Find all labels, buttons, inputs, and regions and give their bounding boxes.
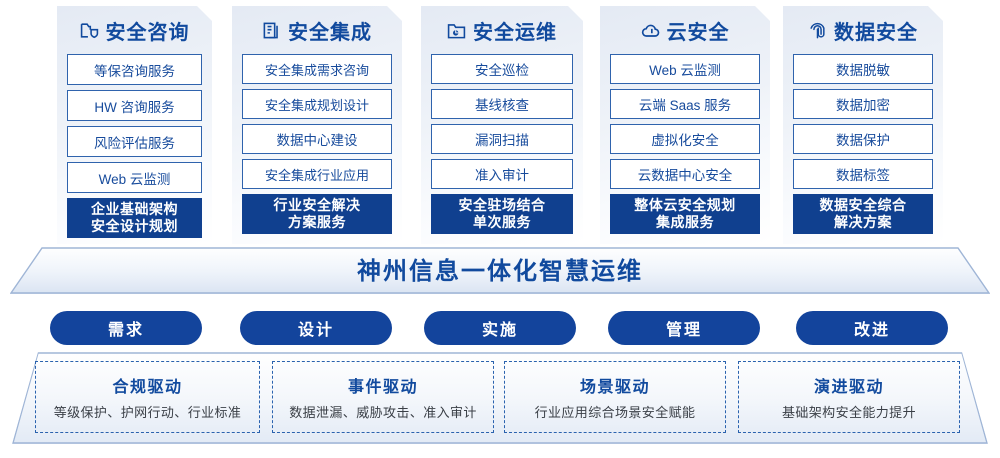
driver-description: 基础架构安全能力提升: [781, 405, 916, 420]
drivers-container-outline: [12, 352, 988, 444]
driver-card-incident[interactable]: 事件驱动 数据泄漏、威胁攻击、准入审计: [272, 361, 494, 433]
fingerprint-icon: [808, 21, 827, 40]
highlight-line: 整体云安全规划: [634, 197, 736, 213]
driver-description: 等级保护、护网行动、行业标准: [53, 405, 242, 420]
service-item[interactable]: 安全集成行业应用: [242, 159, 392, 189]
column-header: 安全集成: [232, 6, 402, 54]
driver-description: 数据泄漏、威胁攻击、准入审计: [289, 405, 477, 420]
service-item[interactable]: Web 云监测: [610, 54, 760, 84]
column-items: 等保咨询服务 HW 咨询服务 风险评估服务 Web 云监测 企业基础架构 安全设…: [57, 54, 212, 238]
service-item[interactable]: 数据加密: [793, 89, 933, 119]
highlight-line: 集成服务: [656, 214, 714, 230]
column-items: Web 云监测 云端 Saas 服务 虚拟化安全 云数据中心安全 整体云安全规划…: [600, 54, 770, 234]
column-header: 安全咨询: [57, 6, 212, 54]
stage-pill-management[interactable]: 管理: [608, 311, 760, 345]
driver-card-scenario[interactable]: 场景驱动 行业应用综合场景安全赋能: [504, 361, 726, 433]
driver-title: 合规驱动: [112, 379, 183, 396]
column-header: 云安全: [600, 6, 770, 54]
service-item[interactable]: 云数据中心安全: [610, 159, 760, 189]
stage-pill-implementation[interactable]: 实施: [424, 311, 576, 345]
folder-chart-icon: [447, 21, 466, 40]
highlight-line: 数据安全综合: [819, 197, 907, 213]
driver-title: 演进驱动: [813, 379, 884, 396]
column-header: 安全运维: [421, 6, 583, 54]
capability-column-security-operations[interactable]: 安全运维 安全巡检 基线核查 漏洞扫描 准入审计 安全驻场结合 单次服务: [421, 6, 583, 244]
service-item[interactable]: 基线核查: [431, 89, 573, 119]
stage-pill-requirements[interactable]: 需求: [50, 311, 202, 345]
column-title: 数据安全: [834, 21, 918, 44]
service-item[interactable]: 准入审计: [431, 159, 573, 189]
service-item[interactable]: 安全集成需求咨询: [242, 54, 392, 84]
highlight-line: 单次服务: [473, 214, 531, 230]
column-title: 云安全: [666, 21, 730, 44]
service-item[interactable]: 云端 Saas 服务: [610, 89, 760, 119]
driver-description: 行业应用综合场景安全赋能: [534, 405, 696, 420]
highlight-line: 行业安全解决: [273, 197, 361, 213]
capability-column-data-security[interactable]: 数据安全 数据脱敏 数据加密 数据保护 数据标签 数据安全综合 解决方案: [783, 6, 943, 244]
folder-shield-icon: [80, 21, 99, 40]
capability-columns: 安全咨询 等保咨询服务 HW 咨询服务 风险评估服务 Web 云监测 企业基础架…: [0, 6, 1000, 250]
column-highlight[interactable]: 行业安全解决 方案服务: [242, 194, 392, 234]
service-item[interactable]: Web 云监测: [67, 162, 202, 193]
stage-pills: 需求 设计 实施 管理 改进: [0, 311, 1000, 347]
capability-column-security-integration[interactable]: 安全集成 安全集成需求咨询 安全集成规划设计 数据中心建设 安全集成行业应用 行…: [232, 6, 402, 244]
column-highlight[interactable]: 企业基础架构 安全设计规划: [67, 198, 202, 238]
driver-card-compliance[interactable]: 合规驱动 等级保护、护网行动、行业标准: [35, 361, 260, 433]
column-highlight[interactable]: 数据安全综合 解决方案: [793, 194, 933, 234]
service-item[interactable]: 数据标签: [793, 159, 933, 189]
highlight-line: 企业基础架构: [91, 201, 178, 217]
column-items: 安全巡检 基线核查 漏洞扫描 准入审计 安全驻场结合 单次服务: [421, 54, 583, 234]
column-highlight[interactable]: 整体云安全规划 集成服务: [610, 194, 760, 234]
driver-title: 场景驱动: [579, 379, 650, 396]
service-item[interactable]: 安全集成规划设计: [242, 89, 392, 119]
stage-pill-design[interactable]: 设计: [240, 311, 392, 345]
column-items: 数据脱敏 数据加密 数据保护 数据标签 数据安全综合 解决方案: [783, 54, 943, 234]
capability-column-security-consulting[interactable]: 安全咨询 等保咨询服务 HW 咨询服务 风险评估服务 Web 云监测 企业基础架…: [57, 6, 212, 244]
column-title: 安全运维: [473, 21, 557, 44]
driver-title: 事件驱动: [347, 379, 418, 396]
platform-banner: 神州信息一体化智慧运维: [10, 247, 990, 294]
column-highlight[interactable]: 安全驻场结合 单次服务: [431, 194, 573, 234]
driver-card-evolution[interactable]: 演进驱动 基础架构安全能力提升: [738, 361, 960, 433]
service-item[interactable]: 虚拟化安全: [610, 124, 760, 154]
column-title: 安全集成: [288, 21, 372, 44]
highlight-line: 安全设计规划: [91, 218, 178, 234]
service-item[interactable]: 数据中心建设: [242, 124, 392, 154]
service-item[interactable]: 等保咨询服务: [67, 54, 202, 85]
stage-pill-improvement[interactable]: 改进: [796, 311, 948, 345]
service-item[interactable]: 安全巡检: [431, 54, 573, 84]
column-items: 安全集成需求咨询 安全集成规划设计 数据中心建设 安全集成行业应用 行业安全解决…: [232, 54, 402, 234]
platform-banner-title: 神州信息一体化智慧运维: [357, 258, 643, 285]
documents-icon: [262, 21, 281, 40]
service-item[interactable]: 风险评估服务: [67, 126, 202, 157]
capability-column-cloud-security[interactable]: 云安全 Web 云监测 云端 Saas 服务 虚拟化安全 云数据中心安全 整体云…: [600, 6, 770, 244]
service-item[interactable]: 数据保护: [793, 124, 933, 154]
cloud-icon: [641, 21, 660, 40]
service-item[interactable]: 漏洞扫描: [431, 124, 573, 154]
drivers-row: 合规驱动 等级保护、护网行动、行业标准 事件驱动 数据泄漏、威胁攻击、准入审计 …: [0, 352, 1000, 444]
service-item[interactable]: 数据脱敏: [793, 54, 933, 84]
drivers-container: [12, 352, 988, 444]
column-header: 数据安全: [783, 6, 943, 54]
highlight-line: 解决方案: [834, 214, 892, 230]
service-item[interactable]: HW 咨询服务: [67, 90, 202, 121]
column-title: 安全咨询: [105, 21, 190, 44]
highlight-line: 方案服务: [288, 214, 346, 230]
highlight-line: 安全驻场结合: [458, 197, 546, 213]
